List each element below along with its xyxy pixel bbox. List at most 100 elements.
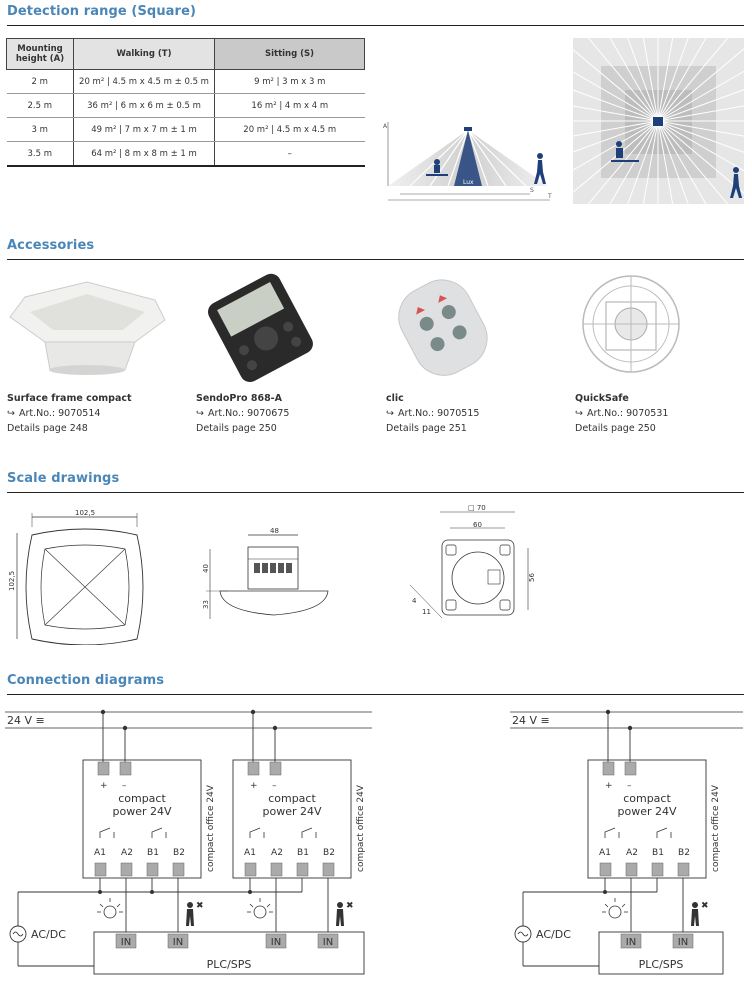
detection-ray bbox=[573, 49, 659, 122]
accessory-name: SendoPro 868-A bbox=[196, 393, 282, 404]
dimension-label: 4 bbox=[412, 597, 417, 605]
detection-side-view: Lux A S T bbox=[383, 122, 552, 201]
detection-ray bbox=[657, 120, 689, 204]
accessory-details-link[interactable]: Details page 251 bbox=[386, 423, 467, 434]
lamp-icon bbox=[247, 898, 273, 919]
accessory-item[interactable]: clic Art.No.: 9070515 Details page 251 bbox=[386, 391, 479, 436]
accessory-art-no: Art.No.: 9070515 bbox=[386, 406, 479, 421]
detection-ray bbox=[657, 120, 744, 137]
accessory-name: QuickSafe bbox=[575, 393, 629, 404]
sitting-person-icon bbox=[616, 141, 622, 147]
col-header-walking: Walking (T) bbox=[73, 38, 215, 70]
col-header-height: Mounting height (A) bbox=[6, 38, 74, 70]
connection-diagram-single: 24 V ≡ + – compact power 24V A1 A2 B1 B2… bbox=[510, 709, 743, 975]
detection-ray bbox=[657, 120, 744, 172]
dimension-label: 102,5 bbox=[75, 509, 95, 517]
detection-ray bbox=[573, 120, 659, 193]
detection-ray bbox=[642, 120, 659, 204]
walking-person-icon bbox=[537, 153, 543, 159]
section-rule bbox=[7, 694, 744, 695]
detection-ray bbox=[573, 105, 659, 122]
section-rule bbox=[7, 25, 744, 26]
table-cell: 16 m² | 4 m x 4 m bbox=[214, 93, 365, 118]
table-row: 3.5 m 64 m² | 8 m x 8 m ± 1 m – bbox=[6, 141, 365, 167]
detection-ray bbox=[657, 89, 744, 122]
minus-label: – bbox=[627, 781, 632, 791]
table-row: 2 m 20 m² | 4.5 m x 4.5 m ± 0.5 m 9 m² |… bbox=[6, 69, 365, 94]
voltage-label: 24 V ≡ bbox=[512, 714, 550, 727]
presence-icon: ✖ bbox=[336, 901, 354, 926]
lamp-icon bbox=[97, 898, 123, 919]
presence-icon: ✖ bbox=[691, 901, 709, 926]
detection-ray bbox=[657, 38, 689, 122]
accessory-art-no: Art.No.: 9070675 bbox=[196, 406, 289, 421]
svg-text:✖: ✖ bbox=[196, 901, 204, 911]
in-label: IN bbox=[323, 937, 333, 948]
terminal-label: B1 bbox=[147, 848, 159, 858]
svg-text:✖: ✖ bbox=[346, 901, 354, 911]
accessory-name: Surface frame compact bbox=[7, 393, 132, 404]
power-label: compact bbox=[623, 792, 671, 805]
table-cell: – bbox=[214, 141, 365, 167]
in-label: IN bbox=[678, 937, 688, 948]
axis-a-label: A bbox=[383, 123, 388, 130]
detection-ray bbox=[657, 120, 707, 204]
lamp-icon bbox=[602, 898, 628, 919]
detection-top-view bbox=[573, 38, 744, 204]
table-cell: 2.5 m bbox=[6, 93, 74, 118]
detection-ray bbox=[657, 120, 674, 204]
detection-ray bbox=[573, 71, 659, 122]
plus-label: + bbox=[605, 781, 613, 791]
detection-ray bbox=[657, 105, 744, 122]
detection-ray bbox=[627, 38, 659, 122]
section-title-detection: Detection range (Square) bbox=[7, 4, 197, 19]
accessory-item[interactable]: Surface frame compact Art.No.: 9070514 D… bbox=[7, 391, 132, 436]
dimension-label: 102,5 bbox=[8, 571, 16, 591]
table-cell: 20 m² | 4.5 m x 4.5 m bbox=[214, 117, 365, 142]
col-header-sitting: Sitting (S) bbox=[214, 38, 365, 70]
accessory-details-link[interactable]: Details page 250 bbox=[575, 423, 656, 434]
table-row: 3 m 49 m² | 7 m x 7 m ± 1 m 20 m² | 4.5 … bbox=[6, 117, 365, 142]
terminal-label: B1 bbox=[652, 848, 664, 858]
in-label: IN bbox=[121, 937, 131, 948]
section-rule bbox=[7, 492, 744, 493]
detection-ray bbox=[573, 120, 659, 171]
minus-label: – bbox=[272, 781, 277, 791]
presence-icon: ✖ bbox=[186, 901, 204, 926]
dimension-label: 33 bbox=[202, 600, 210, 609]
detection-ray bbox=[573, 120, 659, 153]
section-title-accessories: Accessories bbox=[7, 238, 95, 253]
side-label: compact office 24V bbox=[206, 784, 216, 872]
surface-frame-image bbox=[9, 281, 166, 375]
side-label: compact office 24V bbox=[356, 784, 366, 872]
table-cell: 3.5 m bbox=[6, 141, 74, 167]
detection-ray bbox=[657, 38, 707, 122]
detection-ray bbox=[642, 38, 659, 122]
dimension-label: 60 bbox=[473, 521, 482, 529]
voltage-label: 24 V ≡ bbox=[7, 714, 45, 727]
dimension-label: □ 70 bbox=[468, 504, 486, 512]
detection-ray bbox=[573, 89, 659, 122]
accessory-art-no: Art.No.: 9070531 bbox=[575, 406, 668, 421]
side-label: compact office 24V bbox=[711, 784, 721, 872]
detection-ray bbox=[573, 120, 659, 137]
accessory-item[interactable]: SendoPro 868-A Art.No.: 9070675 Details … bbox=[196, 391, 289, 436]
sensor-icon bbox=[464, 127, 472, 131]
svg-text:✖: ✖ bbox=[701, 901, 709, 911]
in-label: IN bbox=[626, 937, 636, 948]
scale-drawing-top: 102,5 102,5 bbox=[8, 509, 144, 645]
plc-label: PLC/SPS bbox=[639, 958, 684, 971]
accessory-name: clic bbox=[386, 393, 404, 404]
accessory-item[interactable]: QuickSafe Art.No.: 9070531 Details page … bbox=[575, 391, 668, 436]
clic-remote-image bbox=[398, 279, 488, 376]
terminal-label: A2 bbox=[271, 848, 283, 858]
in-label: IN bbox=[173, 937, 183, 948]
terminal-label: B2 bbox=[323, 848, 335, 858]
section-rule bbox=[7, 259, 744, 260]
acdc-label: AC/DC bbox=[31, 928, 66, 941]
table-cell: 64 m² | 8 m x 8 m ± 1 m bbox=[73, 141, 215, 167]
accessory-details-link[interactable]: Details page 248 bbox=[7, 423, 88, 434]
accessory-details-link[interactable]: Details page 250 bbox=[196, 423, 277, 434]
terminal-label: B1 bbox=[297, 848, 309, 858]
power-label: power 24V bbox=[617, 805, 676, 818]
